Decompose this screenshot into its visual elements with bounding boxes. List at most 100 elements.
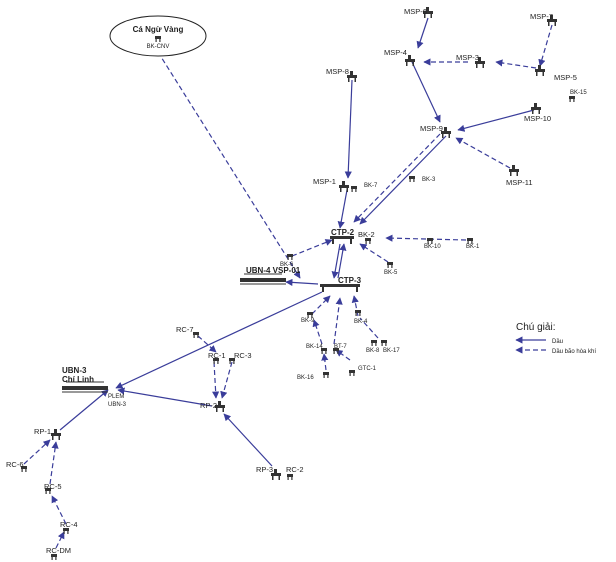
label-ca-ngu-vang: Cá Ngừ Vàng xyxy=(133,25,184,34)
node-bk4: BK-4 xyxy=(354,310,368,325)
node-bk15: BK-15 xyxy=(569,90,587,102)
node-ca-ngu-vang: Cá Ngừ Vàng BK-CNV xyxy=(109,15,207,57)
node-msp8: MSP-8 xyxy=(326,67,357,82)
node-bk6: BK-6 xyxy=(280,254,294,268)
pipe-rc5-rp1 xyxy=(49,441,59,485)
label-rcdm: RC-DM xyxy=(46,546,71,555)
node-msp10: MSP-10 xyxy=(524,103,551,123)
node-msp3: MSP-3 xyxy=(456,53,485,68)
label-msp6: MSP-6 xyxy=(404,7,427,16)
platform-icon xyxy=(339,181,349,192)
node-rp1: RP-1 xyxy=(34,427,61,440)
label-rc4: RC-4 xyxy=(60,520,78,529)
label-ctp3: CTP-3 xyxy=(338,276,362,285)
pipe-rp2-ubn3 xyxy=(117,387,213,407)
pipe-msp9-ctp2-gas xyxy=(353,133,441,223)
node-msp7: MSP-7 xyxy=(530,12,557,26)
pipe-rc7-rc1 xyxy=(197,335,217,353)
pipe-rc1-rp2 xyxy=(212,361,220,399)
label-msp3: MSP-3 xyxy=(456,53,479,62)
label-bk2: BK-2 xyxy=(358,230,375,239)
node-rcdm: RC-DM xyxy=(46,546,71,560)
platform-icon xyxy=(349,370,355,376)
label-ubn3: UBN-3 xyxy=(62,366,87,375)
vessel-icon xyxy=(240,278,286,282)
platform-icon xyxy=(409,176,415,182)
label-msp9: MSP-9 xyxy=(420,124,443,133)
label-bk10: BK-10 xyxy=(424,244,441,250)
node-bk5: BK-5 xyxy=(384,262,398,276)
label-bk15: BK-15 xyxy=(570,90,587,96)
pipe-ctp3-ctp2-b xyxy=(337,243,347,279)
platform-icon xyxy=(569,96,575,102)
label-bk16: BK-16 xyxy=(297,375,314,381)
label-msp5: MSP-5 xyxy=(554,73,577,82)
pipe-bk5-ctp2 xyxy=(359,243,389,263)
pipe-msp4-msp9 xyxy=(411,61,441,123)
label-msp4: MSP-4 xyxy=(384,48,407,57)
node-msp11: MSP-11 xyxy=(506,165,533,187)
label-bk1: BK-1 xyxy=(466,244,480,250)
node-ctp3: CTP-3 xyxy=(320,276,362,292)
platform-icon xyxy=(381,340,387,346)
pipe-gtc1-bt7 xyxy=(335,349,351,361)
platform-icon xyxy=(509,165,519,176)
label-bk7: BK-7 xyxy=(364,183,378,189)
node-rp2: RP-2 xyxy=(200,401,225,412)
label-bk17: BK-17 xyxy=(383,348,400,354)
pipelines xyxy=(23,17,553,549)
legend-title: Chú giải: xyxy=(516,322,555,333)
node-ubn3: UBN-3 Chí Linh xyxy=(62,366,108,393)
label-ubn4: UBN-4 VSP-01 xyxy=(246,266,301,275)
vessel-icon xyxy=(62,386,108,390)
pipe-rc4-rc5 xyxy=(51,495,67,525)
node-rc2: RC-2 xyxy=(286,465,304,480)
platform-icon xyxy=(320,284,360,287)
pipe-rcdm-rc4 xyxy=(55,531,65,549)
label-bk8: BK-8 xyxy=(366,348,380,354)
label-rc3: RC-3 xyxy=(234,351,252,360)
node-bk1: BK-1 xyxy=(466,238,480,250)
platform-icon xyxy=(193,332,199,338)
node-bk14: BK-14 xyxy=(306,344,327,354)
node-msp6: MSP-6 xyxy=(404,7,433,18)
label-rc5: RC-5 xyxy=(44,482,62,491)
pipe-cnv-ctp3 xyxy=(157,51,301,279)
node-ubn4: UBN-4 VSP-01 xyxy=(240,266,301,285)
node-bt7: BT-7 xyxy=(333,344,347,354)
node-rc1: RC-1 xyxy=(208,351,226,364)
pipe-msp9-ctp2-oil xyxy=(359,135,447,225)
pipe-rc6-rp1 xyxy=(23,439,51,465)
label-bk4: BK-4 xyxy=(354,319,368,325)
platform-icon xyxy=(535,65,545,76)
pipe-bt7-ctp3 xyxy=(333,297,343,345)
label-rc6: RC-6 xyxy=(6,460,24,469)
node-rc6: RC-6 xyxy=(6,460,27,472)
label-gtc1: GTC-1 xyxy=(358,366,377,372)
pipe-bk1-bk2 xyxy=(385,234,467,242)
label-plem: PLEM xyxy=(108,394,124,400)
label-rp1: RP-1 xyxy=(34,427,51,436)
label-bk9: BK-9 xyxy=(301,318,315,324)
node-ctp2: CTP-2 xyxy=(330,228,355,244)
pipe-bk14-bk9 xyxy=(312,319,323,345)
pipe-msp5-msp3 xyxy=(495,59,537,69)
pipe-bk8-bk4 xyxy=(359,317,379,339)
platform-icon xyxy=(51,429,61,440)
label-bk14: BK-14 xyxy=(306,344,323,350)
node-bk2: BK-2 xyxy=(358,230,375,244)
node-rc5: RC-5 xyxy=(44,482,62,494)
node-plem: PLEM UBN-3 xyxy=(108,394,127,408)
platform-icon xyxy=(351,186,357,192)
node-bk7: BK-7 xyxy=(351,183,378,192)
pipe-bk6-ctp2 xyxy=(291,239,333,257)
label-ctp2: CTP-2 xyxy=(331,228,355,237)
node-gtc1: GTC-1 xyxy=(349,366,377,376)
pipe-msp10-msp9 xyxy=(457,109,535,132)
label-msp1: MSP-1 xyxy=(313,177,336,186)
pipe-msp7-msp5 xyxy=(538,24,553,67)
node-msp4: MSP-4 xyxy=(384,48,415,66)
label-rc2: RC-2 xyxy=(286,465,304,474)
node-rp3: RP-3 xyxy=(256,465,281,480)
